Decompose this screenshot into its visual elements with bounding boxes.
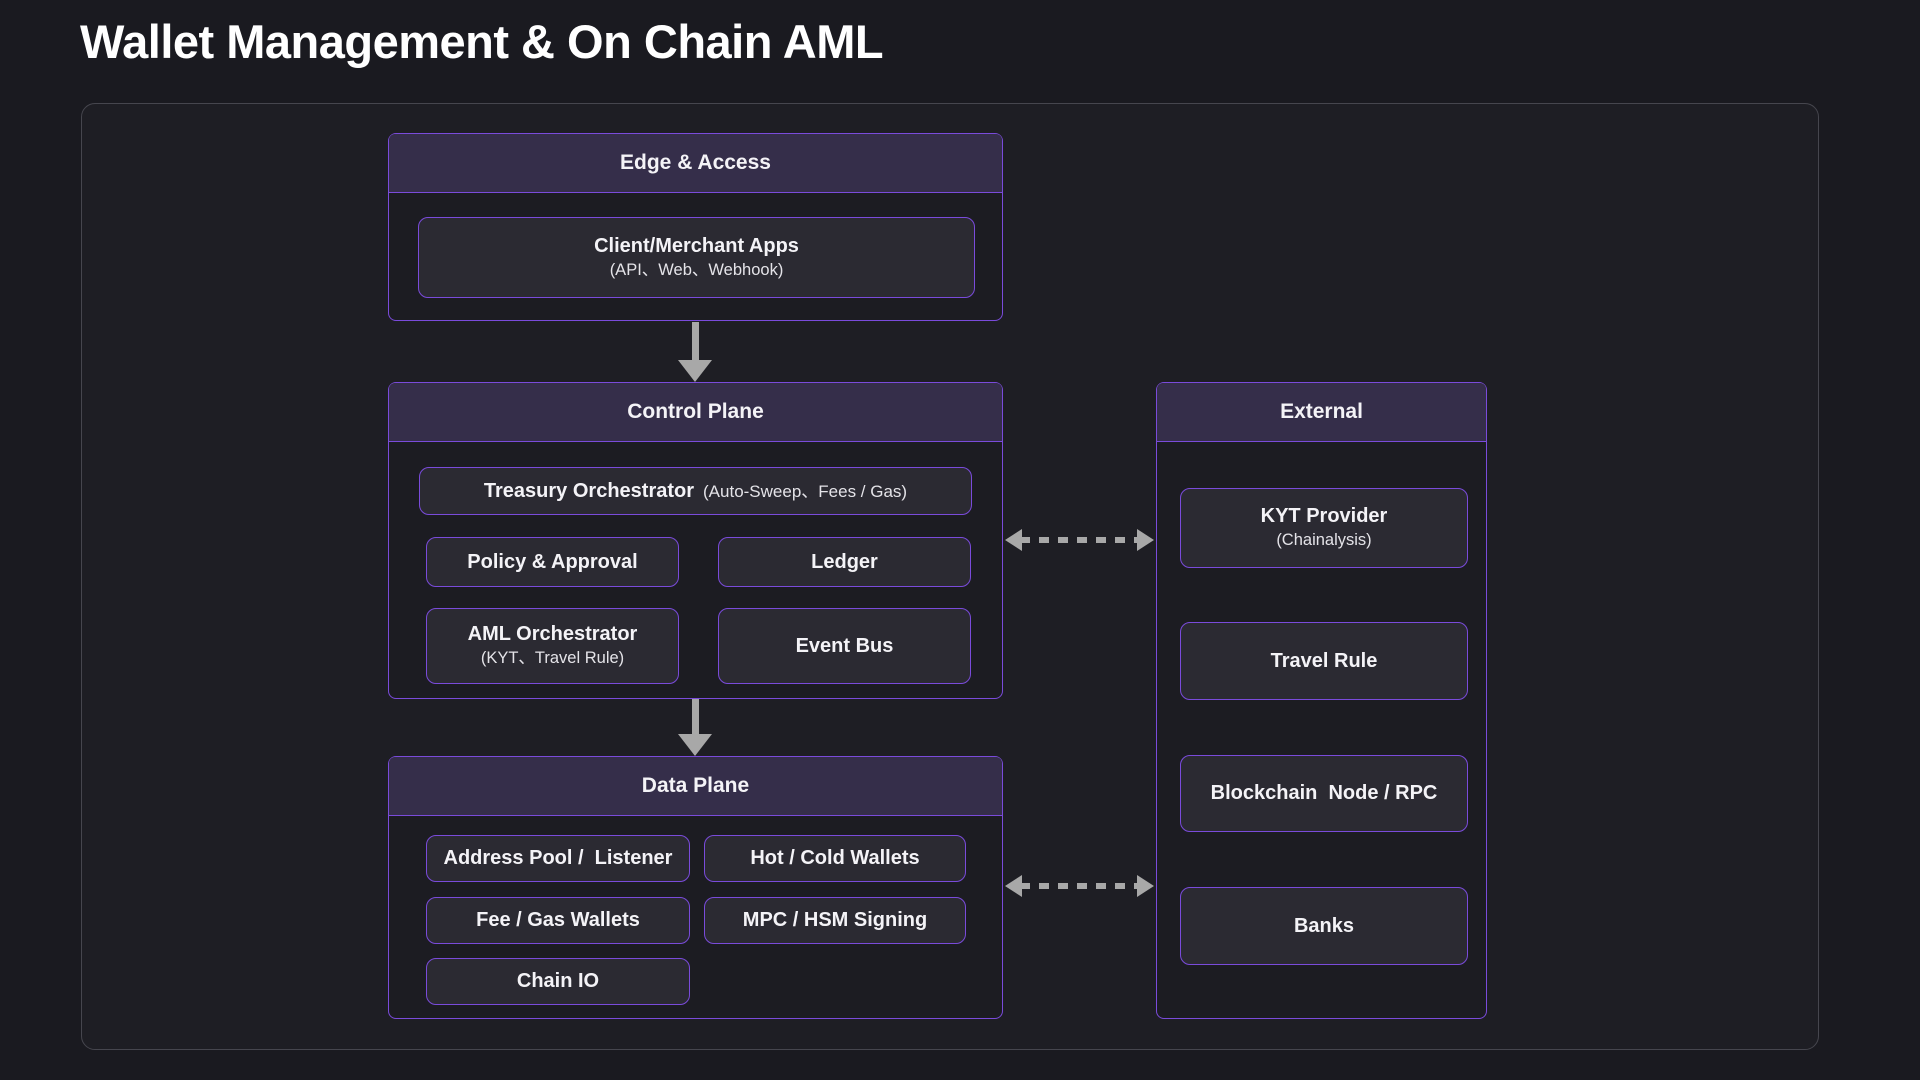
node-aml-orchestrator-subtitle: (KYT、Travel Rule) [480, 649, 625, 668]
dashed-line [1020, 883, 1139, 889]
node-treasury-orchestrator-subtitle: (Auto-Sweep、Fees / Gas) [703, 481, 908, 501]
section-external-header: External [1157, 383, 1486, 442]
node-banks: Banks [1180, 887, 1468, 965]
down-arrow-icon-edge-to-control [677, 322, 713, 382]
node-policy-approval-label: Policy & Approval [467, 550, 638, 573]
node-mpc-hsm-signing: MPC / HSM Signing [704, 897, 966, 944]
node-blockchain-node-rpc: Blockchain Node / RPC [1180, 755, 1468, 832]
node-event-bus-label: Event Bus [795, 634, 894, 657]
node-travel-rule: Travel Rule [1180, 622, 1468, 700]
section-control-plane-header: Control Plane [389, 383, 1002, 442]
section-edge-access-header: Edge & Access [389, 134, 1002, 193]
node-treasury-orchestrator-title: Treasury Orchestrator [483, 479, 695, 502]
diagram-canvas: Edge & Access Client/Merchant Apps (API、… [81, 103, 1819, 1050]
arrow-head-left [1005, 529, 1022, 551]
node-kyt-provider: KYT Provider (Chainalysis) [1180, 488, 1468, 568]
section-edge-access: Edge & Access Client/Merchant Apps (API、… [388, 133, 1003, 321]
page-title: Wallet Management & On Chain AML [80, 15, 884, 68]
section-data-plane-header: Data Plane [389, 757, 1002, 816]
node-policy-approval: Policy & Approval [426, 537, 679, 587]
node-ledger: Ledger [718, 537, 971, 587]
arrow-shaft [691, 322, 699, 360]
node-event-bus: Event Bus [718, 608, 971, 684]
arrow-head-left [1005, 875, 1022, 897]
arrow-shaft [691, 699, 699, 734]
double-arrow-icon-control-external [1005, 529, 1154, 551]
down-arrow-icon-control-to-data [677, 699, 713, 756]
node-aml-orchestrator: AML Orchestrator (KYT、Travel Rule) [426, 608, 679, 684]
arrow-head [678, 360, 712, 382]
arrow-head [678, 734, 712, 756]
node-address-pool-listener: Address Pool / Listener [426, 835, 690, 882]
node-chain-io-label: Chain IO [516, 970, 600, 992]
double-arrow-icon-data-external [1005, 875, 1154, 897]
node-mpc-hsm-signing-label: MPC / HSM Signing [742, 909, 928, 931]
node-chain-io: Chain IO [426, 958, 690, 1005]
node-hot-cold-wallets: Hot / Cold Wallets [704, 835, 966, 882]
node-travel-rule-label: Travel Rule [1270, 649, 1378, 672]
node-kyt-provider-title: KYT Provider [1260, 505, 1388, 528]
section-external: External KYT Provider (Chainalysis) Trav… [1156, 382, 1487, 1019]
node-banks-label: Banks [1293, 914, 1355, 937]
node-blockchain-node-rpc-label: Blockchain Node / RPC [1210, 782, 1438, 804]
node-kyt-provider-subtitle: (Chainalysis) [1276, 531, 1372, 550]
node-fee-gas-wallets-label: Fee / Gas Wallets [476, 909, 640, 931]
node-treasury-orchestrator: Treasury Orchestrator (Auto-Sweep、Fees /… [419, 467, 972, 515]
node-ledger-label: Ledger [811, 550, 878, 573]
node-client-merchant-apps: Client/Merchant Apps (API、Web、Webhook) [418, 217, 975, 298]
node-address-pool-listener-label: Address Pool / Listener [443, 847, 673, 869]
node-fee-gas-wallets: Fee / Gas Wallets [426, 897, 690, 944]
dashed-line [1020, 537, 1139, 543]
node-client-merchant-apps-title: Client/Merchant Apps [594, 234, 799, 257]
node-hot-cold-wallets-label: Hot / Cold Wallets [750, 847, 920, 869]
node-aml-orchestrator-title: AML Orchestrator [467, 623, 638, 646]
arrow-head-right [1137, 529, 1154, 551]
arrow-head-right [1137, 875, 1154, 897]
section-data-plane: Data Plane Address Pool / Listener Hot /… [388, 756, 1003, 1019]
node-client-merchant-apps-subtitle: (API、Web、Webhook) [609, 260, 784, 279]
section-control-plane: Control Plane Treasury Orchestrator (Aut… [388, 382, 1003, 699]
